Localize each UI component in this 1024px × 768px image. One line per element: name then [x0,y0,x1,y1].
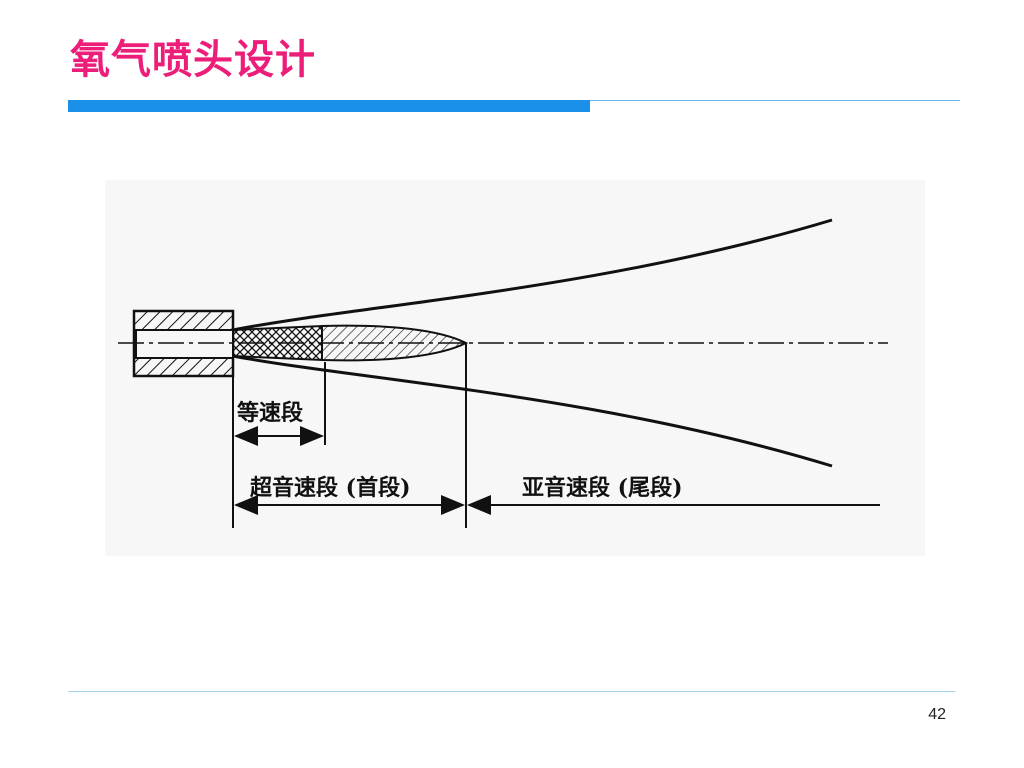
jet-boundary-lower [232,354,833,468]
jet-boundary-upper [232,218,833,332]
label-supersonic: 超音速段 (首段) [250,475,410,501]
label-subsonic: 亚音速段 (尾段) [522,475,682,501]
footer-rule [68,691,955,692]
title-accent-bar [68,100,590,112]
constant-velocity-core [232,324,323,362]
jet-diagram-panel [105,180,925,556]
title-rule-line [590,100,960,101]
slide-title: 氧气喷头设计 [70,37,316,83]
supersonic-core [321,324,469,362]
label-equal-speed: 等速段 [237,400,303,426]
page-number: 42 [928,706,946,723]
